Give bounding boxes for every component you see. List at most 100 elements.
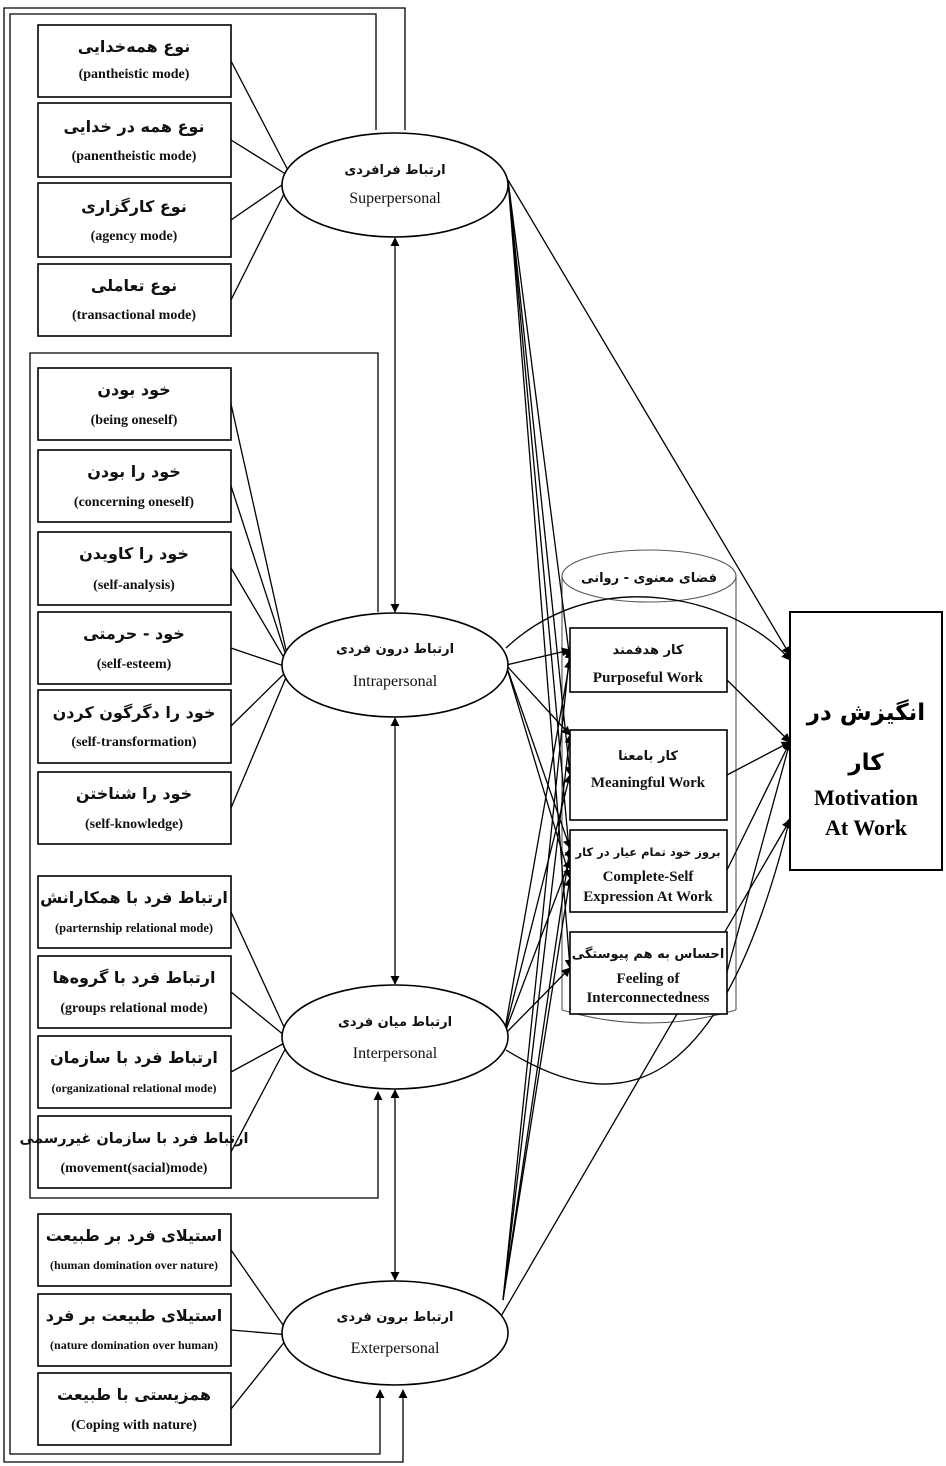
mode-box-being-oneself: خود بودن (being oneself)	[37, 367, 232, 441]
mode-box-self-esteem: خود - حرمتی (self-esteem)	[37, 611, 232, 685]
cylinder-bottom	[561, 1009, 737, 1024]
dimension-to-item-line	[505, 647, 571, 666]
mode-box-fa: ارتباط فرد با همکارانش	[40, 888, 228, 907]
exterpersonal-mode-boxes: استیلای فرد بر طبیعت (human domination o…	[37, 1213, 232, 1446]
spiritual-space-title: فضای معنوی - روانی	[581, 571, 717, 586]
mode-to-exterpersonal-line	[230, 1249, 291, 1336]
item-to-outcome-line	[726, 679, 791, 743]
mode-box-groups: ارتباط فرد با گروه‌ها (groups relational…	[37, 955, 232, 1029]
mode-box-fa: ارتباط فرد با سازمان غیررسمی	[20, 1131, 249, 1147]
mode-box-en: (parternship relational mode)	[55, 921, 213, 935]
mode-box-self-transformation: خود را دگرگون کردن (self-transformation)	[37, 689, 232, 764]
mode-box-movement: ارتباط فرد با سازمان غیررسمی (movement(s…	[20, 1115, 249, 1189]
mode-box-en: (agency mode)	[91, 229, 178, 244]
dimension-en: Superpersonal	[349, 190, 441, 207]
outer-feedback-line-2	[3, 7, 408, 1463]
outcome-en-line1: Motivation	[814, 785, 918, 810]
mode-box-en: (pantheistic mode)	[79, 67, 190, 82]
mode-box-fa: خود را بودن	[87, 462, 181, 481]
mode-box-en: (transactional mode)	[72, 308, 196, 323]
mode-to-exterpersonal-line	[230, 1329, 291, 1336]
mode-to-intrapersonal-line	[230, 485, 291, 669]
superpersonal-mode-boxes: نوع همه‌خدایی (pantheistic mode) نوع همه…	[37, 24, 232, 337]
spiritual-item-en-line2: Interconnectedness	[586, 990, 709, 1006]
dimension-to-item-line	[502, 877, 574, 1301]
dimension-to-item-line	[502, 734, 574, 1301]
item-to-outcome-line	[726, 741, 791, 871]
mode-box-en: (being oneself)	[91, 413, 178, 428]
dimension-to-item-line	[505, 664, 571, 736]
dimension-en: Exterpersonal	[351, 1340, 440, 1357]
dimension-to-item-line	[507, 179, 574, 776]
item-to-outcome-line	[726, 741, 793, 973]
interpersonal-mode-boxes: ارتباط فرد با همکارانش (parternship rela…	[20, 875, 249, 1189]
dimension-to-item-line	[503, 967, 571, 1036]
spiritual-item-en: Meaningful Work	[591, 775, 706, 791]
mode-box-panentheistic: نوع همه در خدایی (panentheistic mode)	[37, 102, 232, 178]
mode-box-en: (organizational relational mode)	[51, 1081, 216, 1095]
spiritual-item-interconnectedness: احساس به هم پیوستگی Feeling of Interconn…	[569, 931, 728, 1015]
item-to-outcome-line	[726, 741, 791, 776]
mode-box-fa: نوع کارگزاری	[81, 197, 187, 216]
outcome-fa-line1: انگیزش در	[806, 699, 925, 726]
mode-to-superpersonal-line	[230, 177, 293, 301]
mode-box-en: (human domination over nature)	[50, 1258, 218, 1272]
mode-box-fa: خود - حرمتی	[83, 624, 185, 643]
mode-box-fa: نوع همه‌خدایی	[78, 37, 191, 56]
dimension-en: Intrapersonal	[353, 673, 438, 690]
mode-box-fa: نوع همه در خدایی	[63, 117, 204, 136]
mode-box-en: (self-knowledge)	[85, 817, 183, 832]
mode-box-fa: ارتباط فرد با گروه‌ها	[53, 968, 216, 987]
spiritual-item-purposeful-work: کار هدفمند Purposeful Work	[569, 627, 728, 693]
mode-box-nature-domination: استیلای طبیعت بر فرد (nature domination …	[37, 1293, 232, 1367]
spiritual-item-fa: بروز خود تمام عیار در کار	[574, 845, 720, 860]
dimension-to-item-line	[503, 659, 574, 1036]
mode-box-en: (self-transformation)	[71, 735, 197, 750]
mode-box-fa: خود بودن	[97, 380, 170, 399]
connector-lines	[230, 60, 793, 1410]
dimension-to-item-line	[503, 774, 573, 1036]
dimension-to-item-line	[502, 649, 574, 1301]
dimension-to-item-line	[507, 179, 574, 969]
mode-to-superpersonal-line	[230, 60, 293, 179]
mode-box-fa: خود را دگرگون کردن	[53, 703, 216, 722]
mode-box-fa: همزیستی با طبیعت	[57, 1385, 211, 1404]
mode-box-human-domination: استیلای فرد بر طبیعت (human domination o…	[37, 1213, 232, 1287]
spiritual-item-meaningful-work: کار بامعنا Meaningful Work	[569, 729, 728, 821]
mode-box-en: (groups relational mode)	[60, 1001, 208, 1016]
mode-box-en: (movement(sacial)mode)	[61, 1161, 208, 1176]
spiritual-item-en: Purposeful Work	[593, 670, 704, 686]
dimension-to-item-line	[505, 664, 573, 879]
intra-inter-frame	[29, 352, 383, 1199]
mode-to-intrapersonal-line	[230, 567, 291, 669]
mode-box-pantheistic: نوع همه‌خدایی (pantheistic mode)	[37, 24, 232, 98]
mode-box-partnership: ارتباط فرد با همکارانش (parternship rela…	[37, 875, 232, 949]
intrapersonal-mode-boxes: خود بودن (being oneself) خود را بودن (co…	[37, 367, 232, 845]
dimension-fa: ارتباط فرافردی	[344, 163, 445, 178]
intrapersonal-to-outcome-curve	[505, 596, 791, 661]
spiritual-item-en-line1: Feeling of	[617, 971, 681, 987]
spiritual-item-fa: احساس به هم پیوستگی	[572, 946, 725, 962]
dimension-to-item-line	[503, 859, 572, 1036]
outer-feedback-line-1	[9, 13, 385, 1455]
mode-to-intrapersonal-line	[230, 667, 291, 727]
mode-box-fa: استیلای فرد بر طبیعت	[46, 1226, 223, 1245]
mode-box-fa: استیلای طبیعت بر فرد	[46, 1306, 223, 1325]
dimension-fa: ارتباط برون فردی	[337, 1310, 454, 1325]
mode-box-agency: نوع کارگزاری (agency mode)	[37, 182, 232, 258]
mode-box-self-knowledge: خود را شناختن (self-knowledge)	[37, 771, 232, 845]
dimension-to-item-line	[502, 847, 574, 1301]
dimension-superpersonal: ارتباط فرافردی Superpersonal	[281, 132, 509, 238]
mode-to-interpersonal-line	[230, 1039, 291, 1073]
mode-box-en: (concerning oneself)	[74, 495, 194, 510]
spiritual-item-complete-self: بروز خود تمام عیار در کار Complete-Self …	[569, 829, 728, 913]
mode-box-transactional: نوع تعاملی (transactional mode)	[37, 263, 232, 337]
spiritual-item-en-line2: Expression At Work	[583, 889, 713, 905]
dimension-intrapersonal: ارتباط درون فردی Intrapersonal	[281, 612, 509, 718]
mode-box-fa: خود را شناختن	[76, 784, 192, 803]
mode-box-concerning-oneself: خود را بودن (concerning oneself)	[37, 449, 232, 523]
mode-box-fa: نوع تعاملی	[91, 276, 177, 295]
spiritual-item-fa: کار بامعنا	[618, 749, 678, 764]
spiritual-item-fa: کار هدفمند	[612, 643, 683, 658]
